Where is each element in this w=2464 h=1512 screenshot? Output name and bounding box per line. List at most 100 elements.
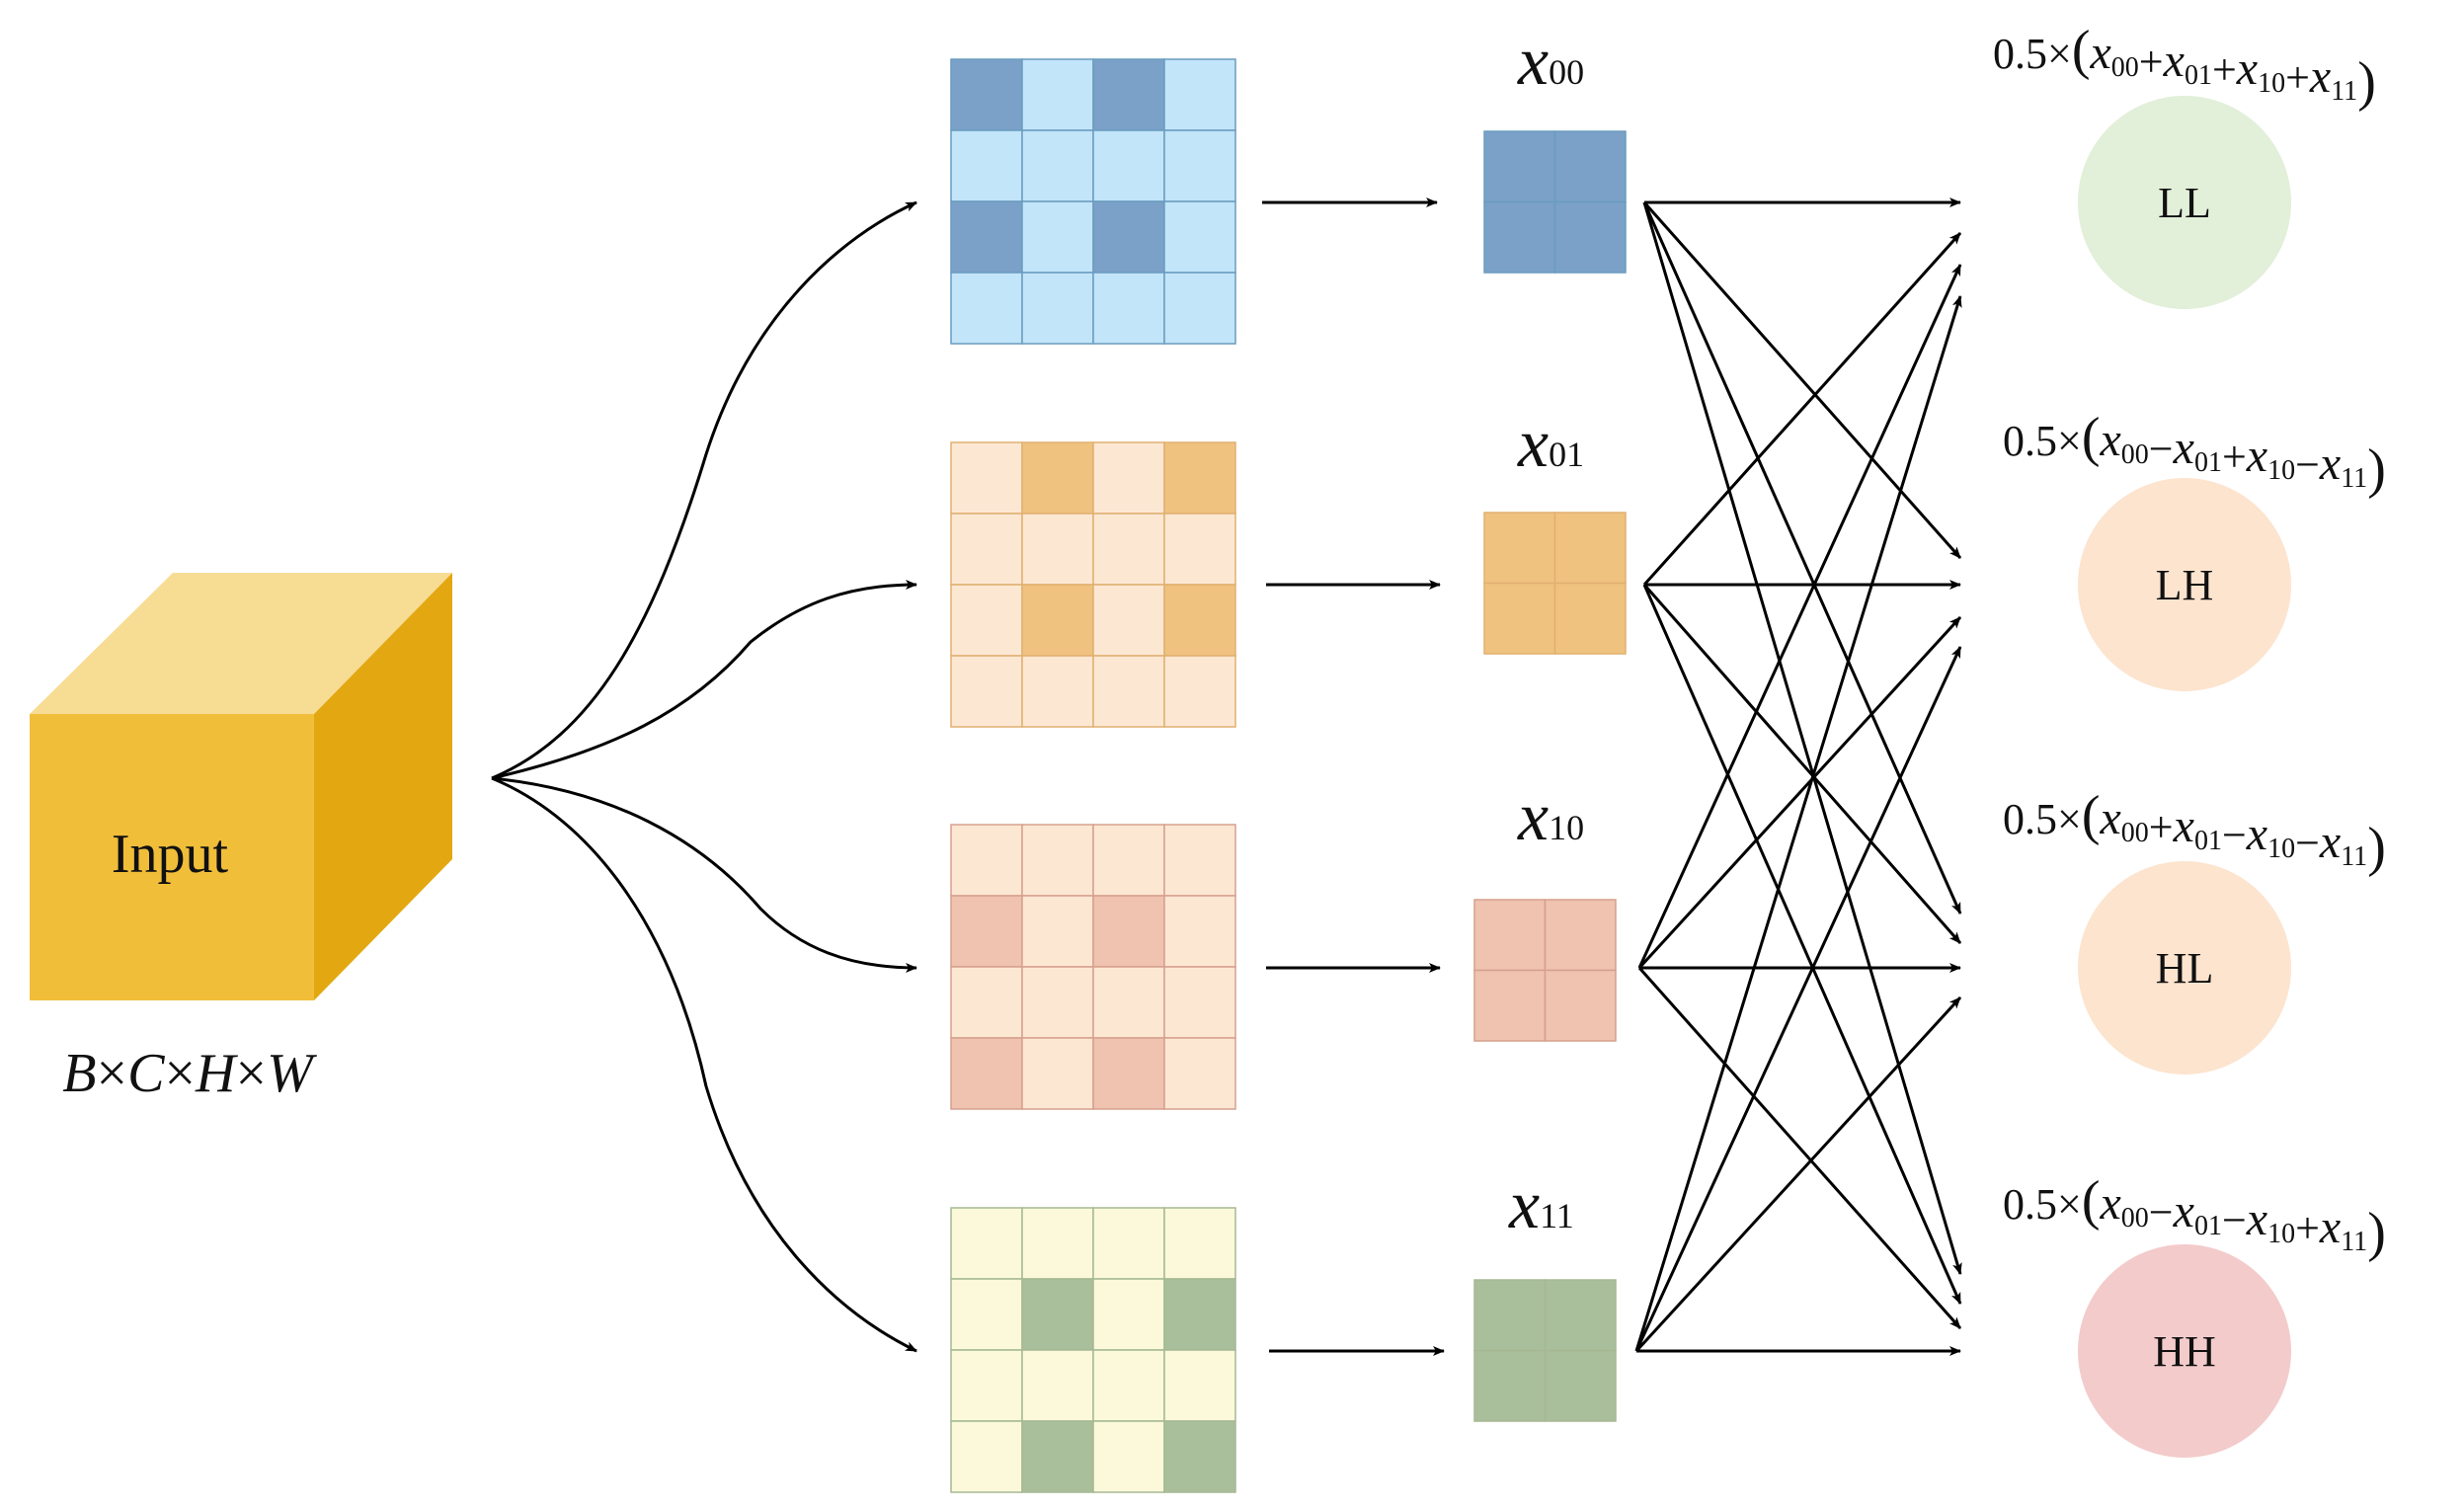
block-label-x11: x11: [1508, 1167, 1574, 1243]
input-cube-top: [30, 573, 452, 714]
arrow-x00-to-lh: [1642, 201, 1962, 559]
grid-cell: [950, 513, 1023, 586]
grid-cell: [950, 1037, 1023, 1110]
grid-cell: [950, 895, 1023, 968]
arrow-x11-to-lh: [1634, 646, 1962, 1352]
grid-cell: [950, 272, 1023, 345]
grid-cell: [950, 1420, 1023, 1493]
grid-cell: [1021, 1278, 1094, 1351]
grid-cell: [1092, 272, 1165, 345]
arrow-x01-to-ll: [1642, 231, 1962, 587]
grid-cell: [950, 441, 1023, 515]
grid-cell: [950, 129, 1023, 202]
grid-cell: [1092, 584, 1165, 657]
arrow-x10-to-ll: [1637, 264, 1962, 969]
output-circle: [2078, 1244, 2291, 1458]
grid-cell: [1021, 272, 1094, 345]
split-arrow-x00: [491, 200, 917, 780]
grid-cell: [1021, 824, 1094, 897]
grid-cell: [1163, 129, 1236, 202]
input-cube-side: [314, 573, 452, 1000]
block-cell: [1473, 899, 1547, 972]
grid-cell: [950, 1278, 1023, 1351]
grid-cell: [950, 1207, 1023, 1280]
block-cell: [1483, 130, 1556, 203]
grid-cell: [1092, 1207, 1165, 1280]
combination-arrows: [1634, 198, 1962, 1356]
grid-x01: [950, 441, 1236, 728]
block-cell: [1483, 200, 1556, 274]
arrow-x11-to-ll: [1634, 295, 1962, 1352]
block-cell: [1544, 899, 1617, 972]
output-circle: [2078, 861, 2291, 1074]
input-cube-front: [30, 714, 314, 1000]
output-circle: [2078, 478, 2291, 691]
grid-cell: [1092, 1420, 1165, 1493]
grid-cell: [1021, 655, 1094, 728]
grid-cell: [1163, 966, 1236, 1039]
grid-cell: [1163, 1037, 1236, 1110]
grid-cell: [1021, 1037, 1094, 1110]
grid-cell: [1092, 1349, 1165, 1422]
grid-cell: [1021, 1207, 1094, 1280]
grid-cell: [1021, 58, 1094, 131]
grid-cell: [1163, 1278, 1236, 1351]
grid-cell: [1163, 584, 1236, 657]
grid-x00: [950, 58, 1236, 345]
block-cell: [1473, 1349, 1547, 1422]
block-label-x01: x01: [1517, 406, 1584, 482]
grid-cell: [1021, 129, 1094, 202]
output-formula: 0.5×(x00−x01+x10−x11): [2003, 407, 2386, 500]
block-cell: [1483, 582, 1556, 655]
split-arrow-x01: [491, 580, 917, 780]
grid-cell: [1163, 441, 1236, 515]
grid-cell: [1021, 441, 1094, 515]
grid-cell: [1092, 895, 1165, 968]
grid-cell: [950, 58, 1023, 131]
grid-cell: [1092, 441, 1165, 515]
grid-cell: [1021, 966, 1094, 1039]
block-cell: [1544, 969, 1617, 1042]
grid-cell: [1163, 1349, 1236, 1422]
grid-cell: [1021, 1420, 1094, 1493]
subsample-arrows: [1262, 198, 1445, 1356]
grid-cell: [1163, 513, 1236, 586]
grid-x11: [950, 1207, 1236, 1493]
grid-x10: [950, 824, 1236, 1110]
block-cell: [1553, 582, 1627, 655]
output-label: LH: [2156, 561, 2214, 609]
grid-cell: [1092, 1037, 1165, 1110]
grid-cell: [950, 966, 1023, 1039]
block-cell: [1553, 200, 1627, 274]
block-cell: [1553, 130, 1627, 203]
arrow-x00-to-hl: [1642, 201, 1962, 915]
output-label: HH: [2153, 1327, 2216, 1376]
grid-cell: [1163, 1420, 1236, 1493]
output-formula: 0.5×(x00−x01−x10+x11): [2003, 1170, 2386, 1263]
output-hh: HH 0.5×(x00−x01−x10+x11): [2003, 1170, 2386, 1458]
grid-cell: [1092, 129, 1165, 202]
arrow-x11-to-hl: [1634, 995, 1962, 1353]
block-x00: [1483, 130, 1627, 274]
output-label: HL: [2156, 944, 2214, 993]
grid-cell: [950, 1349, 1023, 1422]
grid-cell: [1163, 58, 1236, 131]
grid-cell: [1021, 513, 1094, 586]
block-cell: [1544, 1349, 1617, 1422]
block-cell: [1483, 512, 1556, 585]
output-hl: HL0.5×(x00+x01−x10−x11): [2003, 785, 2386, 1074]
split-arrow-x10: [491, 776, 917, 973]
grid-cell: [1163, 895, 1236, 968]
grid-cell: [1092, 824, 1165, 897]
grid-cell: [1163, 272, 1236, 345]
output-ll: LL0.5×(x00+x01+x10+x11): [1993, 20, 2376, 309]
grid-cell: [950, 200, 1023, 274]
block-cell: [1473, 969, 1547, 1042]
grid-cell: [1092, 58, 1165, 131]
arrow-x01-to-hh: [1642, 584, 1962, 1305]
grid-cell: [1092, 513, 1165, 586]
input-cube: Input: [30, 573, 452, 1000]
block-cell: [1544, 1279, 1617, 1352]
output-formula: 0.5×(x00+x01+x10+x11): [1993, 20, 2376, 113]
